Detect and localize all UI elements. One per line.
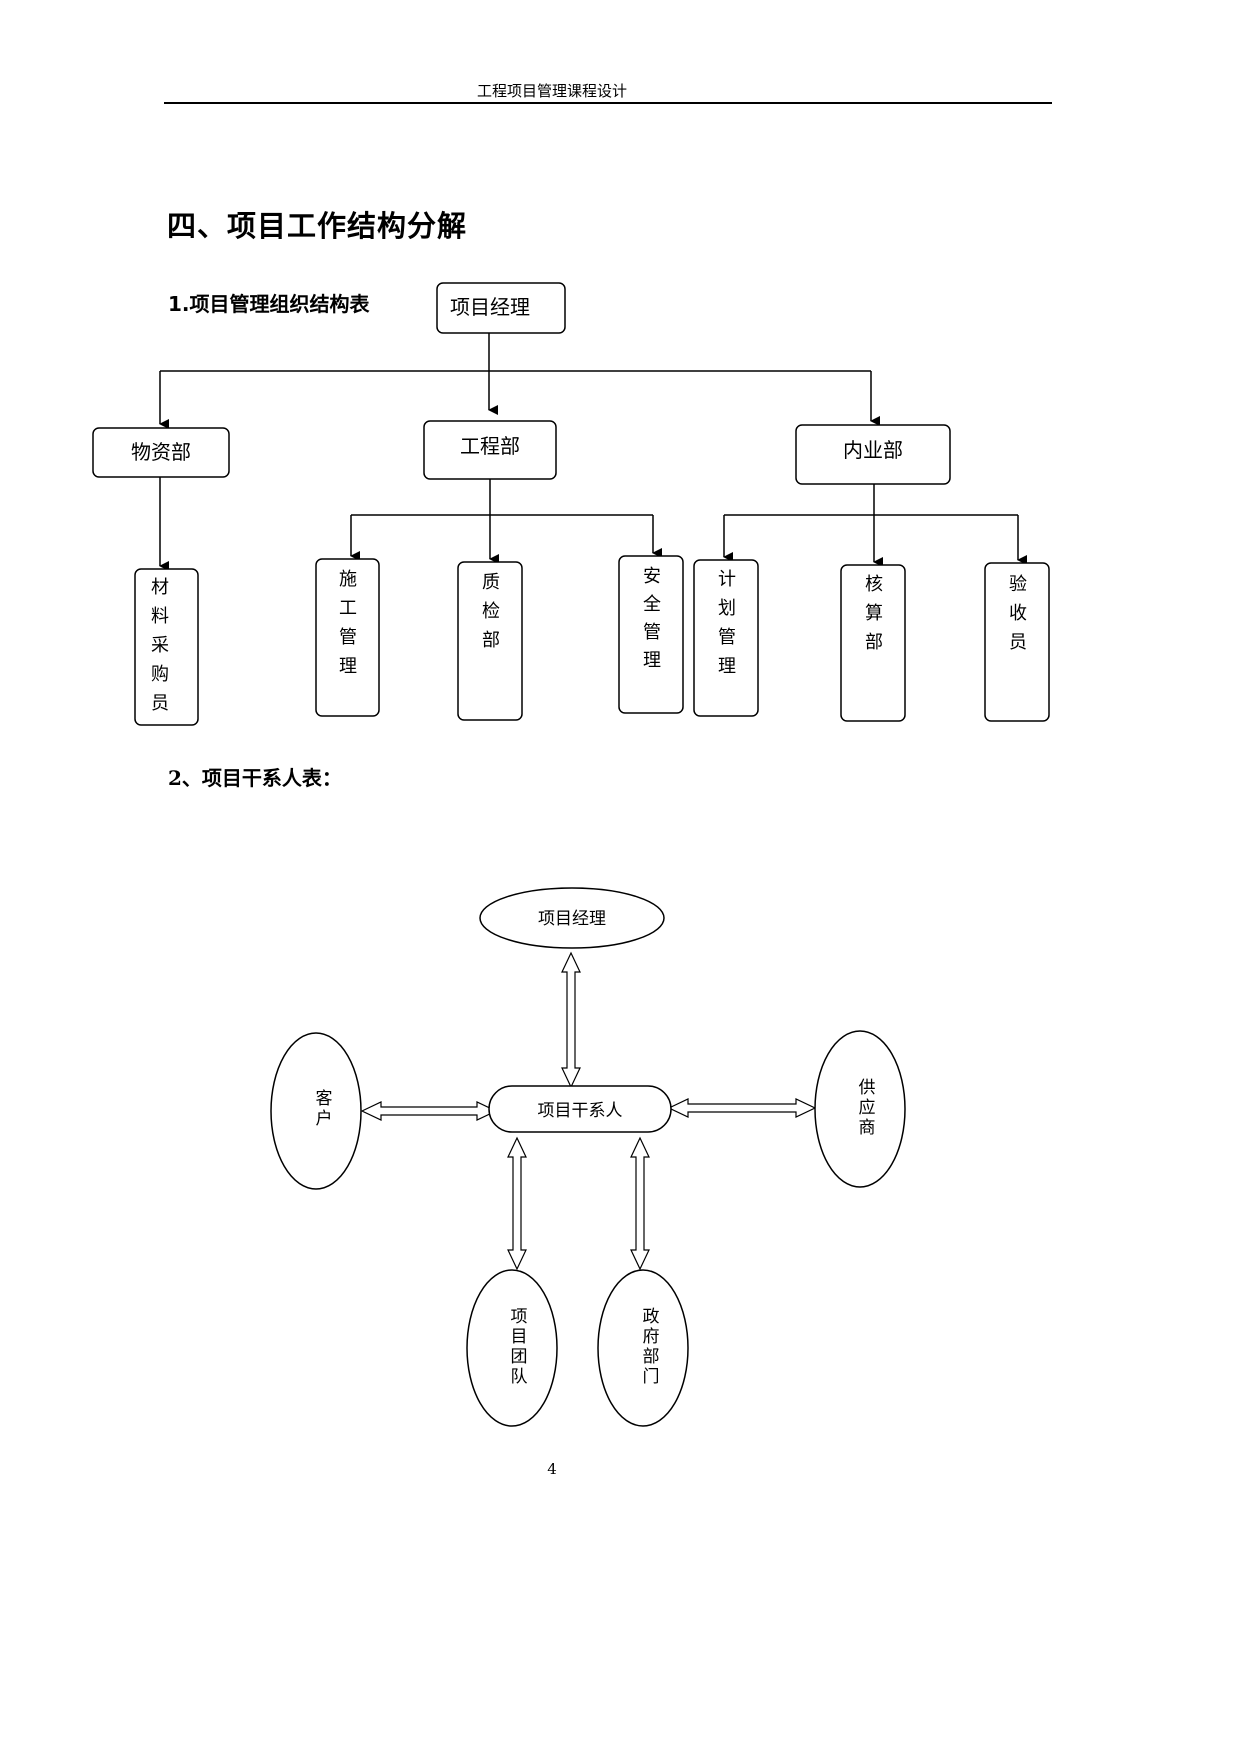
node-label-project-manager: 项目经理 [538,909,606,929]
node-label-supplier: 供应商 [859,1078,876,1138]
dept-box-internal [795,424,951,485]
header-rule [164,102,1052,104]
arrow-pm [561,951,581,1089]
unit-box-purchaser [134,568,199,726]
node-project-manager [479,887,665,949]
node-stakeholders-center [488,1085,672,1133]
section-title: 四、项目工作结构分解 [167,209,468,243]
node-label-center: 项目干系人 [538,1101,623,1121]
dept-label-internal: 内业部 [843,438,903,462]
dept-label-engineering: 工程部 [460,434,520,458]
page-number: 4 [547,1460,557,1478]
running-header: 工程项目管理课程设计 [476,82,627,100]
org-root-box [436,282,566,334]
unit-label-purchaser: 材料采购员 [151,577,169,714]
node-label-project-team: 项目团队 [511,1307,528,1387]
unit-box-planning [693,559,759,717]
org-chart-heading: 1.项目管理组织结构表 [168,292,370,316]
unit-label-inspector: 验收员 [1009,574,1027,653]
node-government [597,1269,689,1427]
arrow-team [507,1136,527,1271]
diagrams-canvas: 项目经理 物资部 工程部 内业部 材料采购员 施工管理 质检部 安全管理 计划管… [92,282,1050,1427]
arrow-supplier [667,1098,817,1118]
stakeholder-heading: 2、项目干系人表： [168,766,342,790]
unit-box-accounting [840,564,906,722]
unit-box-safety [618,555,684,714]
unit-box-inspector [984,562,1050,722]
dept-box-materials [92,427,230,478]
org-root-connectors [159,333,880,429]
unit-label-safety: 安全管理 [643,566,661,671]
org-root-label: 项目经理 [450,295,530,319]
node-client [270,1032,362,1190]
node-label-government: 政府部门 [643,1307,660,1387]
node-label-client: 客户 [316,1089,333,1129]
node-project-team [466,1269,558,1427]
arrow-government [630,1136,650,1271]
node-supplier [814,1030,906,1188]
unit-box-quality [457,561,523,721]
dept-label-materials: 物资部 [131,440,191,464]
org-dept-connectors [159,477,1027,571]
unit-label-quality: 质检部 [482,572,500,651]
unit-box-construction [315,558,380,717]
unit-label-planning: 计划管理 [718,569,736,677]
unit-label-construction: 施工管理 [339,569,357,677]
unit-label-accounting: 核算部 [865,574,883,653]
arrow-client [360,1101,498,1121]
